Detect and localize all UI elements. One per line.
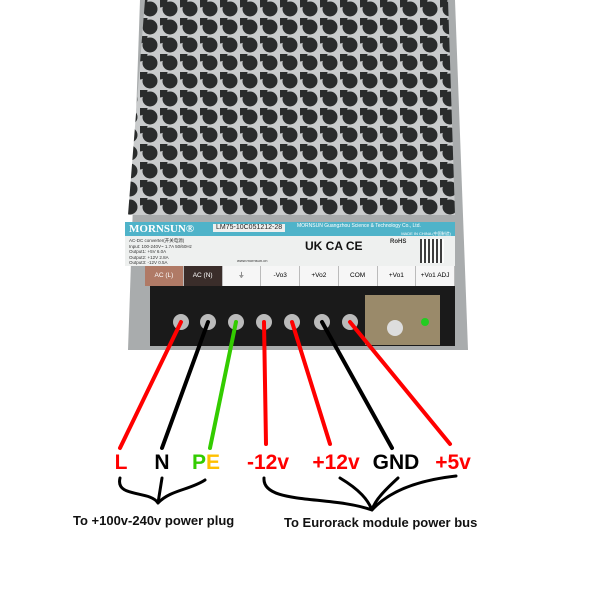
manufacturer: MORNSUN Guangzhou Science & Technology C… (297, 223, 421, 229)
spec: Output1: +5V 6.0A (129, 249, 167, 254)
terminal-labels: AC (L) AC (N) ⏚ -Vo3 +Vo2 COM +Vo1 +Vo1 … (145, 266, 455, 286)
label-pos5v: +5v (435, 451, 471, 474)
spec: Output2: +12V 2.8A (129, 254, 169, 260)
terminal-label: ⏚ (223, 266, 262, 286)
terminal-label: -Vo3 (261, 266, 300, 286)
label-pe-p: P (191, 451, 206, 474)
wire-gnd (320, 320, 394, 450)
label-pos12v: +12v (312, 451, 360, 474)
rohs-mark: RoHS (390, 239, 407, 245)
eurorack-note: To Eurorack module power bus (284, 515, 478, 530)
label-gnd: GND (372, 451, 420, 474)
wire-n (160, 320, 210, 450)
cert-marks: UK CA CE (305, 239, 363, 253)
terminal-label: +Vo1 (378, 266, 417, 286)
wire-pos5 (348, 320, 452, 446)
mains-brace (118, 476, 207, 505)
terminal-label: +Vo2 (300, 266, 339, 286)
eurorack-brace (262, 474, 458, 512)
spec-list: AC-DC converter(开关电源) Input: 100-240V~ 1… (129, 238, 192, 266)
terminal-label: COM (339, 266, 378, 286)
wire-pe (208, 320, 238, 450)
terminal-label: AC (N) (183, 266, 223, 286)
website: www.mornsun.cn (237, 258, 268, 263)
label-n: N (154, 451, 170, 474)
wire-neg12 (262, 320, 268, 446)
label-l: L (114, 451, 128, 474)
made-in: MADE IN CHINA (中国制造) (401, 230, 451, 236)
spec: Input: 100-240V~ 1.7A 50/60Hz (129, 243, 192, 249)
wire-pos12 (290, 320, 332, 446)
mains-note: To +100v-240v power plug (73, 513, 235, 528)
spec: Output3: -12V 0.5A (129, 260, 168, 265)
terminal-label: AC (L) (145, 266, 184, 286)
model-number: LM75-10C051212-28 (213, 224, 286, 232)
label-plate: MORNSUN® LM75-10C051212-28 MORNSUN Guang… (125, 222, 455, 266)
qr-code (420, 239, 444, 263)
label-neg12v: -12v (246, 451, 290, 474)
label-pe-e: E (206, 451, 221, 474)
wire-l (118, 320, 183, 450)
label-pe: PE (192, 451, 220, 475)
terminal-label: +Vo1 ADJ (416, 266, 455, 286)
brand-logo: MORNSUN® (129, 223, 195, 235)
device-type: AC-DC converter(开关电源) (129, 238, 185, 243)
